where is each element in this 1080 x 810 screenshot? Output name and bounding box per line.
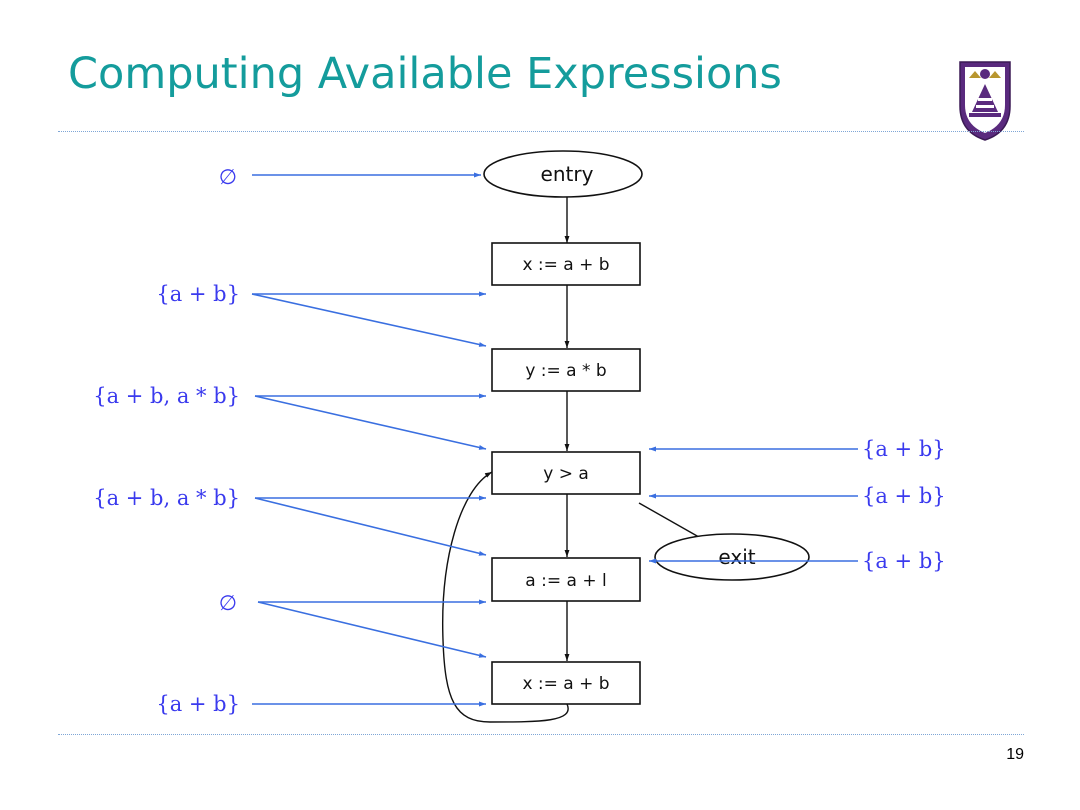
node-entry-label: entry [541, 162, 594, 186]
edge-loop-back-to-cond [442, 471, 569, 723]
node-x-assign-2: x := a + b [491, 661, 641, 705]
set-label-cond: {a + b, a * b} [93, 486, 240, 510]
node-exit-label: exit [718, 545, 755, 569]
annotation-arrow [254, 395, 487, 450]
page-number: 19 [1006, 746, 1024, 763]
set-label-a-assign: ∅ [219, 591, 237, 615]
slide-title: Computing Available Expressions [68, 49, 782, 99]
footer-divider [58, 734, 1024, 735]
set-label-x-assign-2: {a + b} [156, 692, 240, 716]
node-x-assign-2-label: x := a + b [522, 674, 609, 694]
node-cond-label: y > a [543, 464, 589, 484]
node-a-assign: a := a + l [491, 557, 641, 602]
node-x-assign-1-label: x := a + b [522, 255, 609, 275]
node-cond: y > a [491, 451, 641, 495]
set-label-y-assign: {a + b, a * b} [93, 384, 240, 408]
set-label-right-2: {a + b} [862, 484, 946, 508]
node-y-assign-label: y := a * b [525, 361, 606, 381]
set-label-right-3: {a + b} [862, 549, 946, 573]
node-y-assign: y := a * b [491, 348, 641, 392]
annotation-arrow [257, 601, 487, 658]
title-divider [58, 131, 1024, 132]
node-x-assign-1: x := a + b [491, 242, 641, 286]
node-entry: entry [483, 150, 643, 198]
node-exit: exit [654, 533, 810, 581]
annotation-arrow [254, 497, 487, 556]
university-seal-icon [956, 58, 1014, 142]
set-label-right-1: {a + b} [862, 437, 946, 461]
node-a-assign-label: a := a + l [525, 571, 606, 591]
set-label-entry: ∅ [219, 165, 237, 189]
annotation-arrow [251, 293, 487, 347]
set-label-x-assign-1: {a + b} [156, 282, 240, 306]
